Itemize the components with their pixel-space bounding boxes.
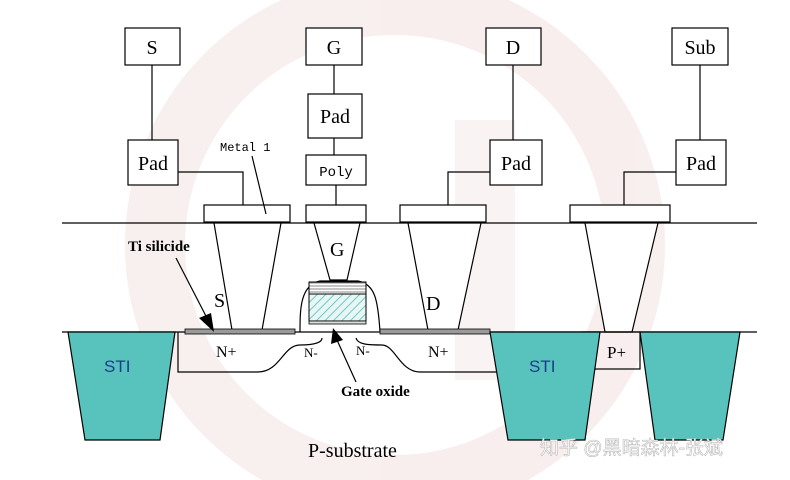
gate-silicide — [308, 281, 367, 295]
wire-source-metal — [178, 171, 244, 205]
pad-sub: Pad — [675, 139, 727, 186]
svg-text:Pad: Pad — [686, 153, 716, 175]
ti-silicide-label: Ti silicide — [128, 239, 190, 255]
gate-spacer — [299, 280, 381, 333]
pad-drain: Pad — [489, 139, 543, 186]
metal1-label: Metal 1 — [220, 141, 270, 155]
metal1-drain — [399, 204, 487, 223]
n-plus-left-label: N+ — [216, 344, 237, 361]
sti-middle-label: STI — [529, 357, 555, 376]
metal1-leader — [251, 155, 267, 215]
svg-text:Pad: Pad — [138, 153, 168, 175]
metal1-gate — [305, 204, 367, 223]
svg-text:G: G — [327, 37, 341, 59]
svg-text:Poly: Poly — [319, 165, 353, 181]
wire-sub-metal — [623, 171, 676, 205]
pad-gate: Pad — [307, 93, 363, 139]
p-plus-label: P+ — [607, 343, 626, 362]
watermark-text: 知乎 @黑暗森林-张斌 — [540, 437, 723, 459]
contact-gate — [313, 222, 361, 281]
svg-text:Sub: Sub — [684, 37, 715, 59]
svg-text:Pad: Pad — [320, 106, 350, 128]
gate-oxide-arrowhead — [331, 328, 343, 344]
sti-left-label: STI — [104, 357, 130, 376]
silicide-drain — [379, 328, 491, 335]
gate-oxide-arrow-line — [336, 339, 357, 383]
s-region-label: S — [214, 290, 225, 312]
p-substrate-label: P-substrate — [308, 440, 397, 462]
metal1-source — [203, 204, 291, 223]
junction-source — [177, 332, 323, 373]
sti-right — [639, 331, 741, 441]
terminal-sub: Sub — [671, 27, 729, 66]
svg-text:Pad: Pad — [501, 153, 531, 175]
sti-middle — [489, 331, 601, 441]
poly-box: Poly — [305, 154, 367, 186]
d-region-label: D — [426, 293, 440, 315]
ti-silicide-arrow-line — [175, 257, 209, 321]
gate-oxide-layer — [308, 320, 367, 325]
g-region-label: G — [330, 239, 344, 261]
sti-left — [67, 331, 176, 441]
junction-drain — [355, 337, 500, 373]
pad-source: Pad — [127, 139, 179, 186]
terminal-s: S — [124, 27, 181, 66]
wire-drain-metal — [447, 171, 490, 205]
gate-oxide-label: Gate oxide — [341, 384, 410, 400]
terminal-d: D — [485, 27, 542, 66]
metal1-sub — [569, 204, 671, 223]
terminal-g: G — [305, 27, 363, 66]
svg-text:S: S — [146, 37, 157, 59]
svg-text:D: D — [506, 37, 520, 59]
n-minus-left-label: N- — [304, 345, 318, 360]
contact-source — [213, 222, 282, 331]
n-minus-right-label: N- — [356, 343, 370, 358]
ti-silicide-arrowhead — [199, 313, 214, 332]
silicide-source — [184, 328, 296, 335]
n-plus-right-label: N+ — [428, 344, 449, 361]
gate-poly — [308, 293, 367, 322]
